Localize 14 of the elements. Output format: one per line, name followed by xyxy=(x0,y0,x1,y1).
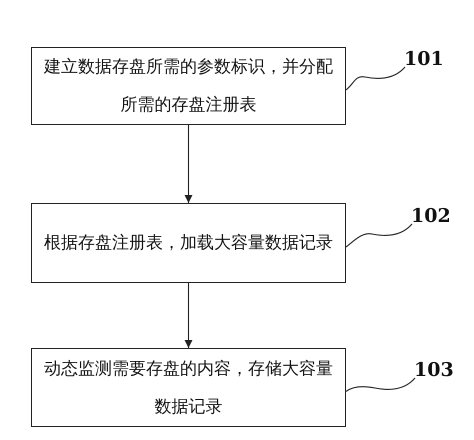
arrow xyxy=(184,125,192,203)
callout-number: 103 xyxy=(414,359,454,381)
step-text: 建立数据存盘所需的参数标识，并分配所需的存盘注册表 xyxy=(42,56,334,117)
callout-number: 102 xyxy=(411,205,451,227)
step-text: 动态监测需要存盘的内容，存储大容量数据记录 xyxy=(43,358,334,418)
step-text: 根据存盘注册表，加载大容量数据记录 xyxy=(43,232,334,255)
leader-line xyxy=(346,224,412,248)
arrow xyxy=(184,283,192,348)
leader-line xyxy=(346,378,416,392)
leader-line xyxy=(346,66,406,90)
callout-number: 101 xyxy=(404,48,444,70)
process-box xyxy=(31,203,346,283)
process-box xyxy=(31,348,346,427)
process-box xyxy=(31,47,346,125)
